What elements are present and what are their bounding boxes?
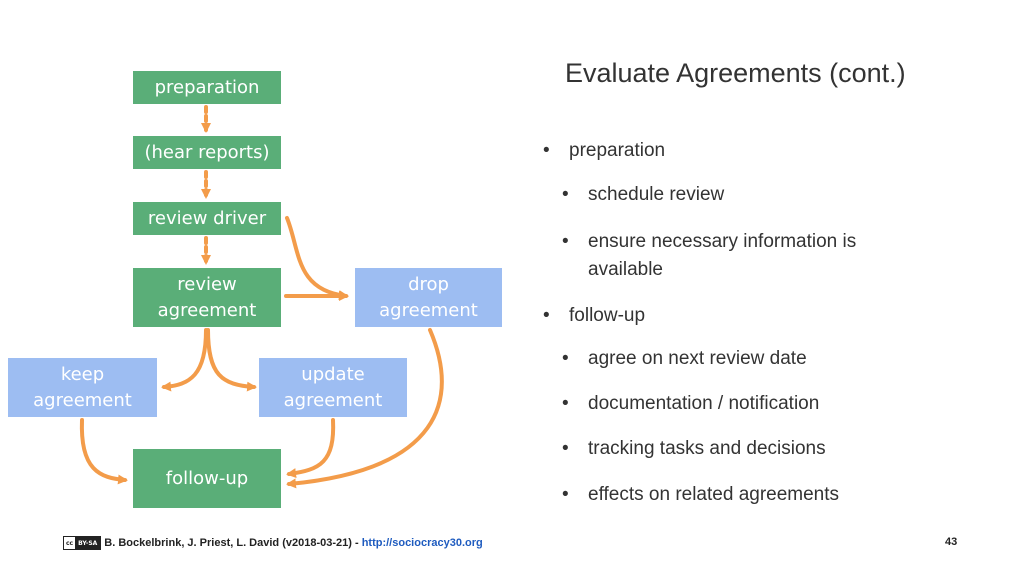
footer-credit: B. Bockelbrink, J. Priest, L. David (v20… — [104, 537, 359, 549]
bullet-item: documentation / notification — [562, 390, 819, 418]
bullet-item: preparation — [543, 137, 665, 165]
bullet-item: tracking tasks and decisions — [562, 435, 826, 463]
footer-link[interactable]: http://sociocracy30.org — [361, 537, 483, 549]
arrow-review-to-update — [206, 328, 257, 392]
node-review-agreement: review agreement — [133, 268, 281, 327]
node-preparation: preparation — [133, 71, 281, 104]
page-number: 43 — [945, 536, 958, 548]
node-label: keep agreement — [33, 363, 132, 411]
arrow-review-driver-to-drop — [285, 216, 349, 301]
node-label: preparation — [154, 76, 260, 98]
bullet-item: agree on next review date — [562, 345, 807, 373]
arrow-drop-to-follow-up — [286, 328, 444, 489]
node-label: follow-up — [165, 467, 249, 489]
arrow-review-to-keep — [161, 328, 208, 392]
node-label: review agreement — [157, 273, 257, 321]
bullet-item: effects on related agreements — [562, 481, 839, 509]
node-follow-up: follow-up — [133, 449, 281, 508]
bullet-item: schedule review — [562, 181, 724, 209]
cc-icon: cc — [64, 537, 76, 549]
bullet-item: ensure necessary information is availabl… — [562, 228, 908, 284]
bullet-item: follow-up — [543, 302, 645, 330]
arrow-keep-to-follow-up — [79, 418, 128, 485]
node-keep-agreement: keep agreement — [8, 358, 157, 417]
cc-license-badge[interactable]: cc BY-SA — [63, 536, 102, 550]
arrow-update-to-follow-up — [286, 418, 336, 479]
node-label: update agreement — [283, 363, 383, 411]
slide-title: Evaluate Agreements (cont.) — [565, 58, 906, 88]
node-label: (hear reports) — [144, 141, 270, 163]
by-sa-icon: BY-SA — [75, 537, 101, 549]
footer: cc BY-SA B. Bockelbrink, J. Priest, L. D… — [63, 536, 483, 550]
node-drop-agreement: drop agreement — [355, 268, 502, 327]
node-label: review driver — [147, 207, 267, 229]
node-hear-reports: (hear reports) — [133, 136, 281, 169]
node-label: drop agreement — [379, 273, 478, 321]
node-review-driver: review driver — [133, 202, 281, 235]
node-update-agreement: update agreement — [259, 358, 407, 417]
